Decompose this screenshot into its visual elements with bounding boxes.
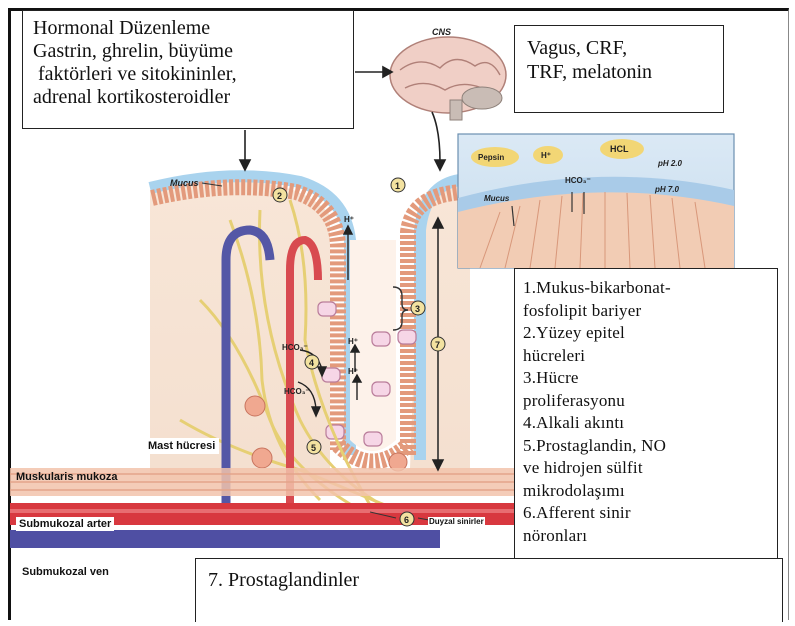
legend-line: 1.Mukus-bikarbonat- xyxy=(523,277,769,300)
hormonal-line-1: Hormonal Düzenleme xyxy=(33,17,343,40)
marker-3: 3 xyxy=(411,301,425,315)
prostaglandin-box: 7. Prostaglandinler xyxy=(195,558,783,622)
legend-line: proliferasyonu xyxy=(523,390,769,413)
mucus-label: Mucus xyxy=(170,178,199,188)
legend-box: 1.Mukus-bikarbonat- fosfolipit bariyer 2… xyxy=(514,268,778,560)
svg-text:6: 6 xyxy=(404,515,409,525)
inset-ph-low: pH 2.0 xyxy=(657,159,683,168)
svg-text:2: 2 xyxy=(277,191,282,201)
hormonal-line-2: Gastrin, ghrelin, büyüme xyxy=(33,40,343,63)
svg-text:4: 4 xyxy=(309,358,314,368)
submucosal-vein-label: Submukozal ven xyxy=(20,565,111,579)
hormonal-line-3: faktörleri ve sitokininler, xyxy=(33,63,343,86)
submucosal-artery-label: Submukozal arter xyxy=(16,517,114,531)
hplus-label-top: H⁺ xyxy=(344,215,354,224)
inset-hplus: H⁺ xyxy=(541,151,551,160)
marker-6: 6 xyxy=(400,512,414,526)
sensory-nerves-label: Duyzal sinirler xyxy=(428,517,485,526)
svg-text:7: 7 xyxy=(435,340,440,350)
hormonal-line-4: adrenal kortikosteroidler xyxy=(33,86,343,109)
inset-hcl: HCL xyxy=(610,144,629,154)
legend-line: ve hidrojen sülfit xyxy=(523,457,769,480)
marker-2: 2 xyxy=(273,188,287,202)
inset-ph-high: pH 7.0 xyxy=(654,185,680,194)
legend-line: 2.Yüzey epitel xyxy=(523,322,769,345)
svg-text:3: 3 xyxy=(415,304,420,314)
hco3-label-2: HCO₃⁻ xyxy=(284,387,310,396)
mast-cell-label: Mast hücresi xyxy=(144,438,219,454)
legend-line: 6.Afferent sinir xyxy=(523,502,769,525)
inset-mucus: Mucus xyxy=(484,194,510,203)
marker-5: 5 xyxy=(307,440,321,454)
cns-brain xyxy=(390,37,506,120)
hormonal-regulation-box: Hormonal Düzenleme Gastrin, ghrelin, büy… xyxy=(22,10,354,129)
muscularis-label: Muskularis mukoza xyxy=(14,470,119,484)
marker-1: 1 xyxy=(391,178,405,192)
marker-7: 7 xyxy=(431,337,445,351)
hplus-label-low: H⁺ xyxy=(348,367,358,376)
hco3-label-1: HCO₃⁻ xyxy=(282,343,308,352)
inset-hco3: HCO₃⁻ xyxy=(565,176,591,185)
legend-line: 3.Hücre xyxy=(523,367,769,390)
svg-text:1: 1 xyxy=(395,181,400,191)
legend-line: 5.Prostaglandin, NO xyxy=(523,435,769,458)
submucosal-vein-band xyxy=(10,530,440,548)
inset-pepsin: Pepsin xyxy=(478,153,504,162)
vagus-line-2: TRF, melatonin xyxy=(527,60,711,84)
svg-text:5: 5 xyxy=(311,443,316,453)
legend-line: nöronları xyxy=(523,525,769,548)
legend-line: mikrodolaşımı xyxy=(523,480,769,503)
legend-line: 4.Alkali akıntı xyxy=(523,412,769,435)
cns-label: CNS xyxy=(432,27,451,37)
prostaglandin-text: 7. Prostaglandinler xyxy=(208,569,359,591)
marker-4: 4 xyxy=(305,355,319,369)
hplus-label-mid: H⁺ xyxy=(348,337,358,346)
legend-line: fosfolipit bariyer xyxy=(523,300,769,323)
vagus-line-1: Vagus, CRF, xyxy=(527,36,711,60)
neural-regulation-box: Vagus, CRF, TRF, melatonin xyxy=(514,25,724,113)
legend-line: hücreleri xyxy=(523,345,769,368)
